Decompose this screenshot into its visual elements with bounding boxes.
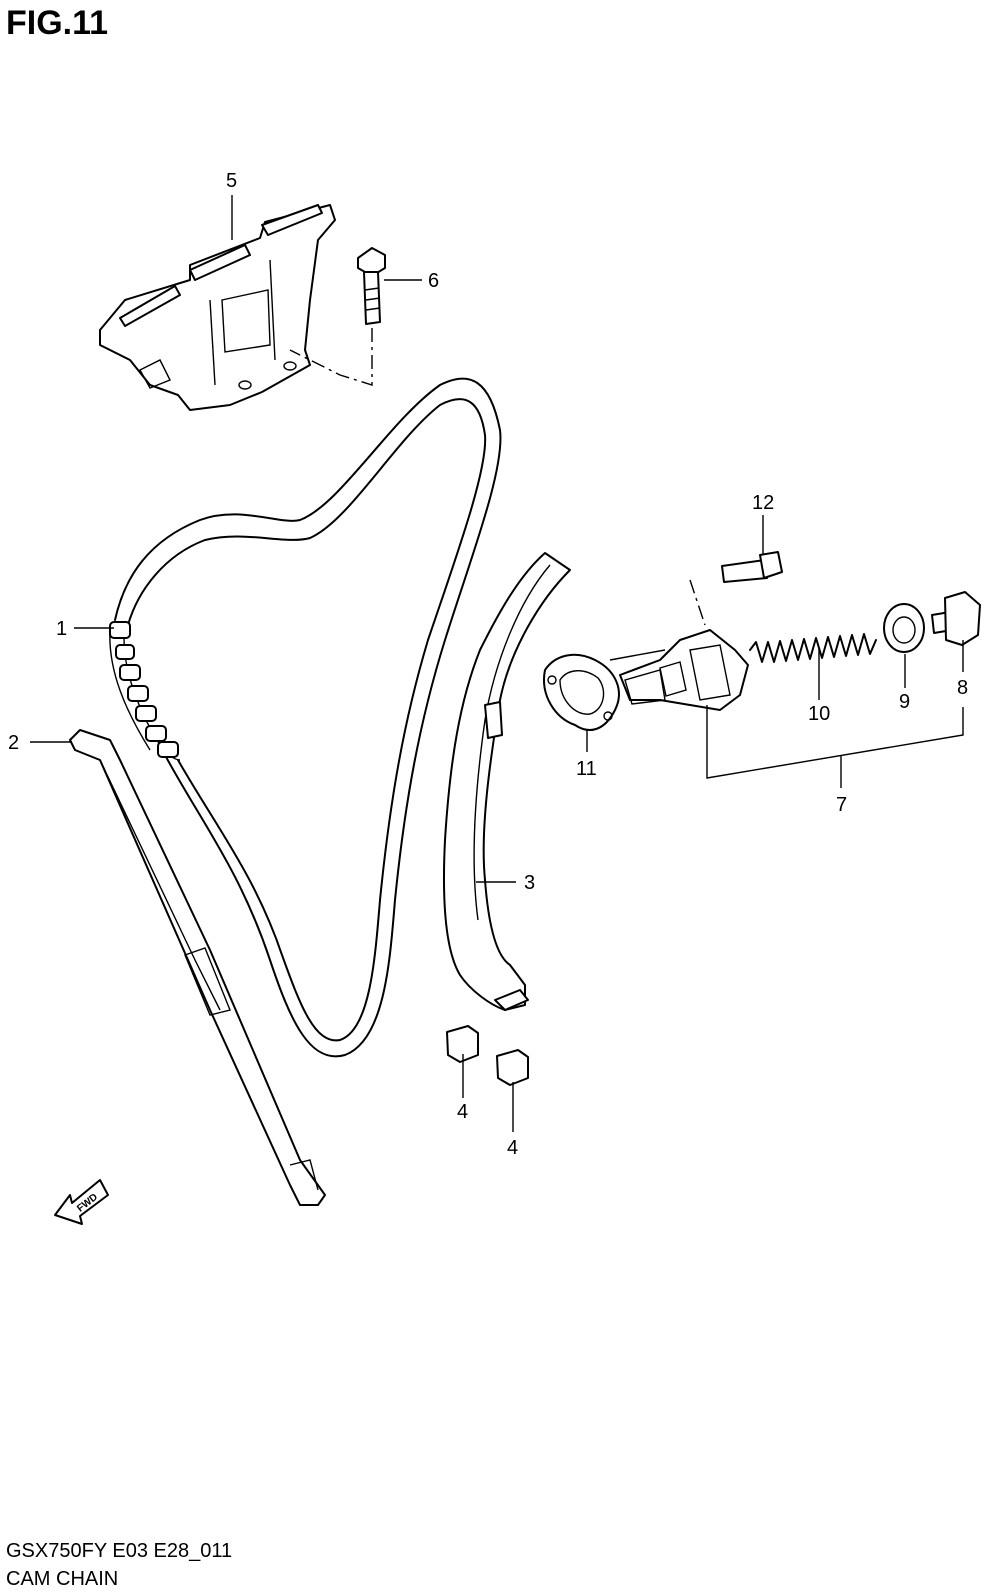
callout-12: 12 [752,492,774,514]
callout-4a: 4 [457,1101,468,1123]
cam-chain [109,377,502,1058]
callout-6: 6 [428,270,439,292]
callout-8: 8 [957,677,968,699]
section-name: CAM CHAIN [6,1568,119,1590]
tensioner-bolt-leader [689,579,706,626]
front-chain-guide [69,729,326,1206]
tensioner-chain-guide [442,552,571,1011]
tensioner-spring [749,633,877,663]
tensioner-assembly-bracket [706,705,964,779]
cushion-1 [446,1025,479,1063]
callout-4b: 4 [507,1137,518,1159]
callout-9: 9 [899,691,910,713]
callout-1: 1 [56,618,67,640]
figure-title: FIG.11 [6,4,109,42]
tensioner-gasket [543,653,620,731]
cushion-2 [496,1049,529,1086]
sealing-washer [883,603,925,653]
callout-11: 11 [576,758,597,780]
callout-2: 2 [8,732,19,754]
guide-bolt [357,247,386,325]
upper-chain-guide [99,204,336,411]
tensioner-cap-bolt [931,591,981,646]
cam-chain-tensioner [609,629,749,711]
callout-10: 10 [808,703,830,725]
callout-3: 3 [524,872,535,894]
callout-5: 5 [226,170,237,192]
bolt-leader-dash [289,328,373,386]
callout-leaders [30,195,964,1132]
callout-7: 7 [836,794,847,816]
tensioner-bolt [721,551,783,583]
forward-arrow-icon: FWD [54,1179,109,1225]
model-code: GSX750FY E03 E28_011 [6,1540,233,1562]
